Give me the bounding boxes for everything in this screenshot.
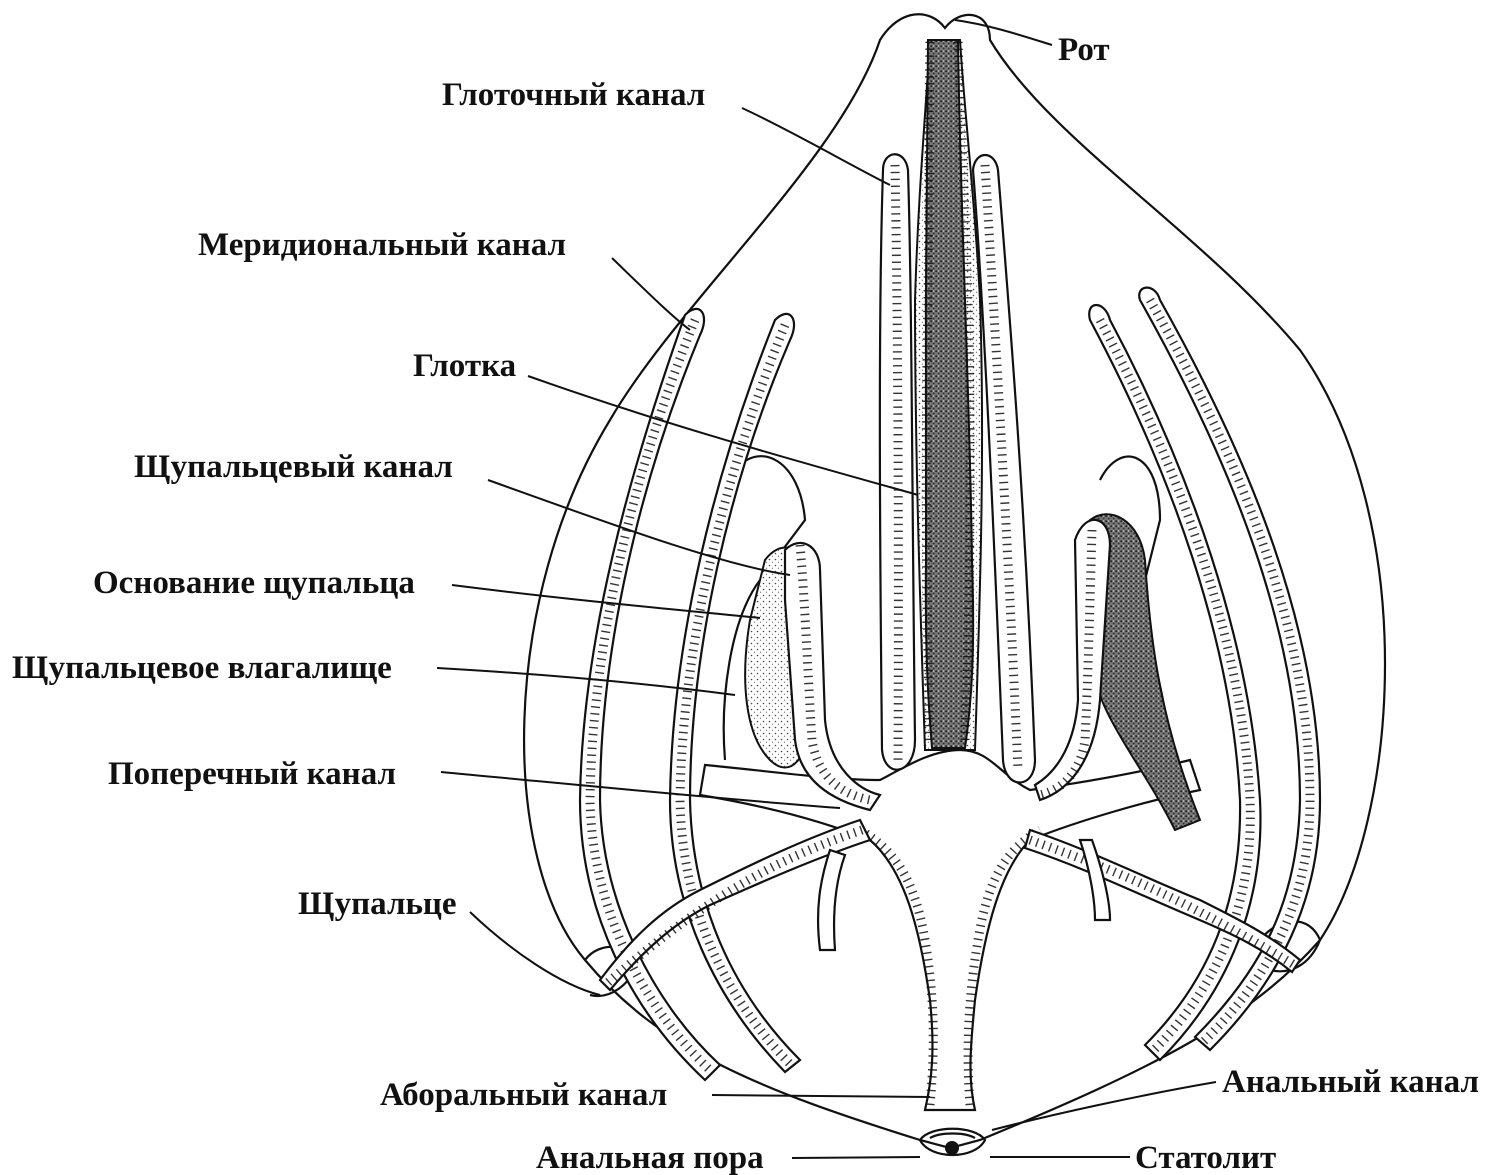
- label-aboral-canal: Аборальный канал: [380, 1077, 667, 1113]
- statolith-dot: [945, 1141, 959, 1155]
- label-pharynx: Глотка: [413, 348, 516, 384]
- label-tentacle-sheath: Щупальцевое влагалище: [12, 650, 392, 686]
- right-tentacle-apparatus: [1035, 457, 1200, 830]
- pharynx: [915, 40, 982, 750]
- label-tentacle-base: Основание щупальца: [93, 565, 415, 601]
- label-mouth: Рот: [1058, 32, 1110, 68]
- label-tentacular-canal: Щупальцевый канал: [134, 449, 453, 485]
- label-transverse-canal: Поперечный канал: [108, 756, 396, 792]
- label-anal-pore: Анальная пора: [536, 1140, 764, 1175]
- label-anal-canal: Анальный канал: [1222, 1064, 1479, 1100]
- label-meridional-canal: Меридиональный канал: [198, 227, 566, 263]
- label-pharyngeal-canal: Глоточный канал: [442, 77, 705, 113]
- label-tentacle: Щупальце: [298, 886, 457, 922]
- left-tentacle-apparatus: [724, 456, 880, 810]
- label-statolith: Статолит: [1135, 1140, 1276, 1175]
